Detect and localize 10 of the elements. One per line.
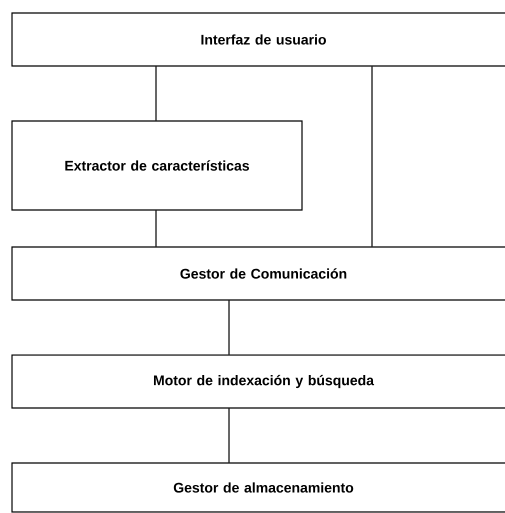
- connector-line: [228, 408, 230, 462]
- process-box: Extractor de características: [11, 120, 303, 211]
- connector-line: [228, 300, 230, 354]
- connector-line: [155, 210, 157, 246]
- connector-line: [155, 66, 157, 120]
- process-box: Gestor de Comunicación: [11, 246, 505, 301]
- process-box: Interfaz de usuario: [11, 12, 505, 67]
- connector-line: [371, 66, 373, 246]
- process-box: Gestor de almacenamiento: [11, 462, 505, 513]
- process-box: Motor de indexación y búsqueda: [11, 354, 505, 409]
